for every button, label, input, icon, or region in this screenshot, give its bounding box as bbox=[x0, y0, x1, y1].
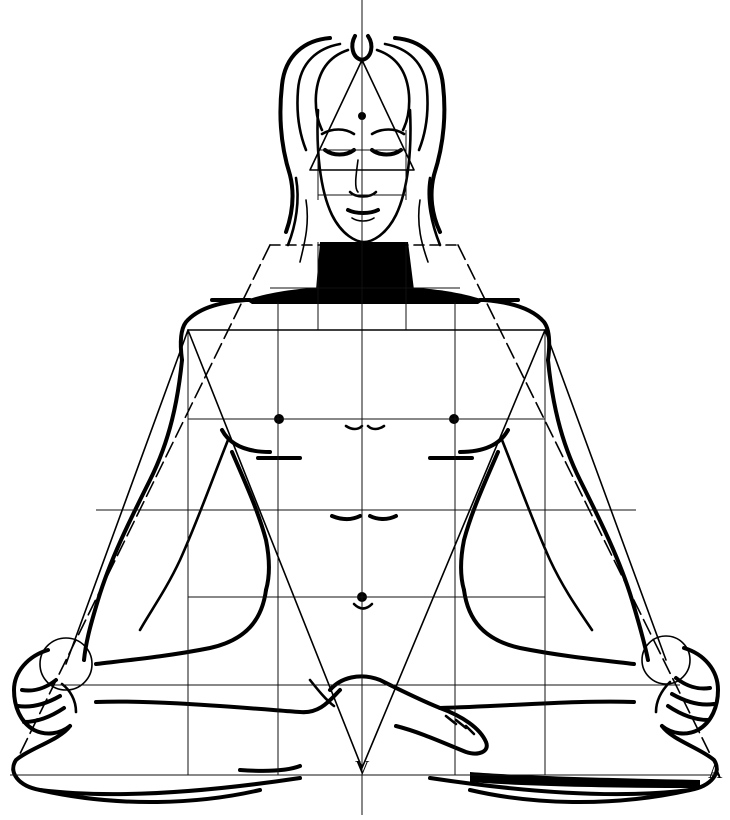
neck bbox=[246, 242, 484, 304]
downward-triangle bbox=[188, 330, 545, 768]
face bbox=[318, 110, 411, 242]
body bbox=[84, 300, 648, 664]
geometric-triangles bbox=[12, 60, 718, 770]
mouth bbox=[348, 210, 378, 213]
right-eyebrow bbox=[372, 130, 404, 135]
nose bbox=[350, 192, 376, 197]
proportion-grid bbox=[10, 0, 720, 815]
right-eye bbox=[372, 150, 401, 155]
legs bbox=[13, 676, 716, 802]
vertex-mark-v: V bbox=[355, 757, 370, 779]
vertex-mark-a: A bbox=[708, 761, 723, 783]
left-eye bbox=[325, 150, 354, 155]
